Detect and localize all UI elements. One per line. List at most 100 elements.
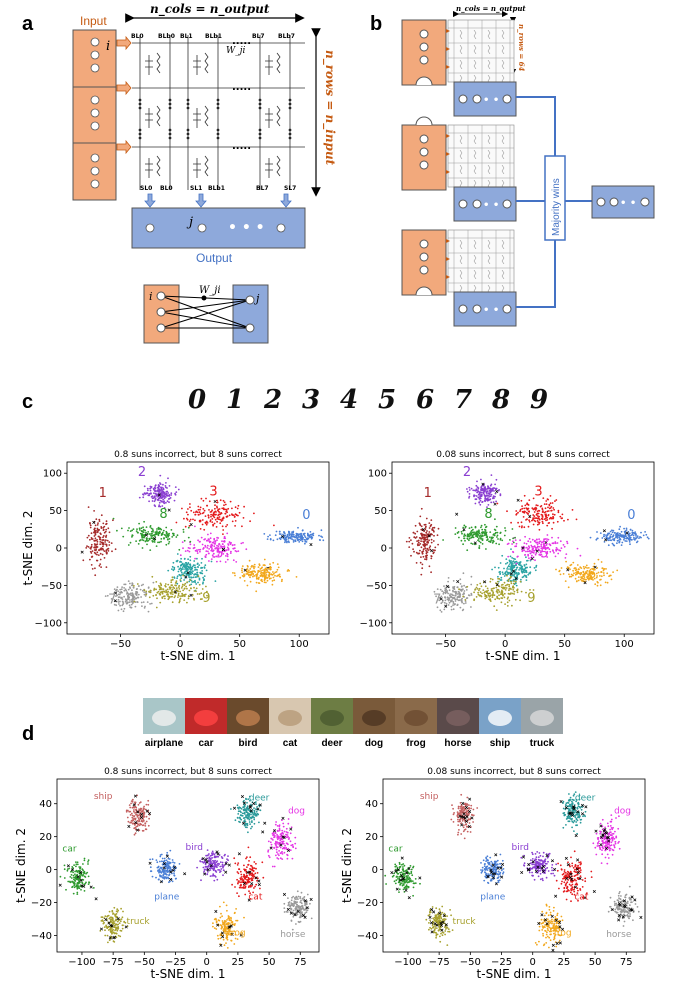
scatter-point <box>119 604 121 607</box>
scatter-point <box>476 486 479 488</box>
scatter-point <box>554 555 557 558</box>
scatter-point <box>281 853 284 855</box>
scatter-point <box>93 535 96 537</box>
scatter-point <box>445 588 448 591</box>
scatter-point <box>545 540 548 543</box>
scatter-point <box>163 491 166 494</box>
scatter-point <box>161 488 163 491</box>
scatter-point <box>523 574 526 577</box>
scatter-point <box>478 545 481 547</box>
scatter-point <box>576 564 579 566</box>
scatter-point <box>164 583 167 585</box>
scatter-point <box>289 537 292 540</box>
scatter-point <box>99 536 102 539</box>
scatter-point <box>211 850 214 853</box>
scatter-point <box>115 589 117 592</box>
scatter-point <box>480 595 483 598</box>
scatter-point <box>215 920 218 923</box>
scatter-point <box>182 528 185 531</box>
scatter-point <box>576 547 579 550</box>
scatter-point <box>609 574 611 577</box>
scatter-point <box>488 490 491 492</box>
cluster-label: 8 <box>159 507 167 522</box>
scatter-point <box>185 517 188 520</box>
scatter-point <box>174 595 177 597</box>
scatter-point <box>176 575 179 578</box>
scatter-point <box>487 592 490 595</box>
scatter-point <box>170 581 173 584</box>
scatter-point <box>543 542 545 545</box>
y-tick-label: 100 <box>43 469 62 480</box>
scatter-point <box>70 877 73 879</box>
scatter-point <box>212 552 215 555</box>
scatter-point <box>613 537 616 540</box>
scatter-point <box>254 885 256 888</box>
scatter-point <box>597 571 600 574</box>
scatter-point <box>246 881 249 884</box>
bl-label: BLb1 <box>205 33 222 40</box>
scatter-point <box>575 580 578 583</box>
scatter-point <box>421 537 423 540</box>
scatter-point <box>278 828 281 831</box>
scatter-point <box>537 521 540 524</box>
scatter-point <box>425 558 428 561</box>
scatter-point <box>433 590 436 593</box>
scatter-point <box>545 503 548 505</box>
scatter-point <box>145 531 147 534</box>
misclassified-marker <box>530 557 534 561</box>
scatter-point <box>547 506 549 509</box>
scatter-point <box>414 537 417 539</box>
scatter-point <box>212 524 215 527</box>
scatter-point <box>520 578 522 581</box>
scatter-point <box>83 870 86 873</box>
scatter-point <box>73 878 75 881</box>
scatter-point <box>151 534 154 537</box>
scatter-point <box>257 566 260 568</box>
scatter-point <box>227 915 230 917</box>
scatter-point <box>500 597 503 599</box>
scatter-point <box>196 569 199 571</box>
scatter-point <box>221 507 224 510</box>
cluster-label: 7 <box>433 592 441 607</box>
scatter-point <box>188 571 191 573</box>
scatter-point <box>586 577 589 580</box>
scatter-point <box>199 548 202 551</box>
scatter-point <box>481 501 483 503</box>
scatter-point <box>473 533 476 535</box>
scatter-point <box>207 538 210 540</box>
scatter-point <box>113 920 115 923</box>
scatter-point <box>106 539 109 542</box>
scatter-point <box>219 499 222 502</box>
cluster-label: 4 <box>181 561 189 576</box>
scatter-point <box>542 497 545 499</box>
scatter-point <box>126 816 129 819</box>
scatter-point <box>205 523 208 526</box>
scatter-point <box>230 550 232 553</box>
scatter-point <box>586 569 589 572</box>
scatter-point <box>219 560 222 563</box>
scatter-point <box>143 811 146 814</box>
scatter-point <box>489 531 492 533</box>
scatter-point <box>133 806 136 809</box>
scatter-point <box>584 566 587 569</box>
scatter-point <box>450 605 453 608</box>
scatter-point <box>538 523 540 525</box>
scatter-point <box>143 492 146 495</box>
scatter-point <box>527 553 529 556</box>
scatter-point <box>130 594 133 597</box>
scatter-point <box>120 588 123 591</box>
scatter-point <box>131 814 134 817</box>
scatter-point <box>168 534 170 537</box>
scatter-point <box>121 916 124 919</box>
scatter-point <box>291 857 294 860</box>
scatter-point <box>519 510 521 512</box>
scatter-point <box>492 540 495 543</box>
scatter-point <box>100 514 103 517</box>
scatter-point <box>186 601 188 604</box>
scatter-point <box>222 865 225 868</box>
scatter-point <box>192 597 195 600</box>
scatter-point <box>241 812 244 815</box>
scatter-point <box>572 561 575 564</box>
scatter-point <box>121 924 124 927</box>
scatter-point <box>537 512 540 515</box>
